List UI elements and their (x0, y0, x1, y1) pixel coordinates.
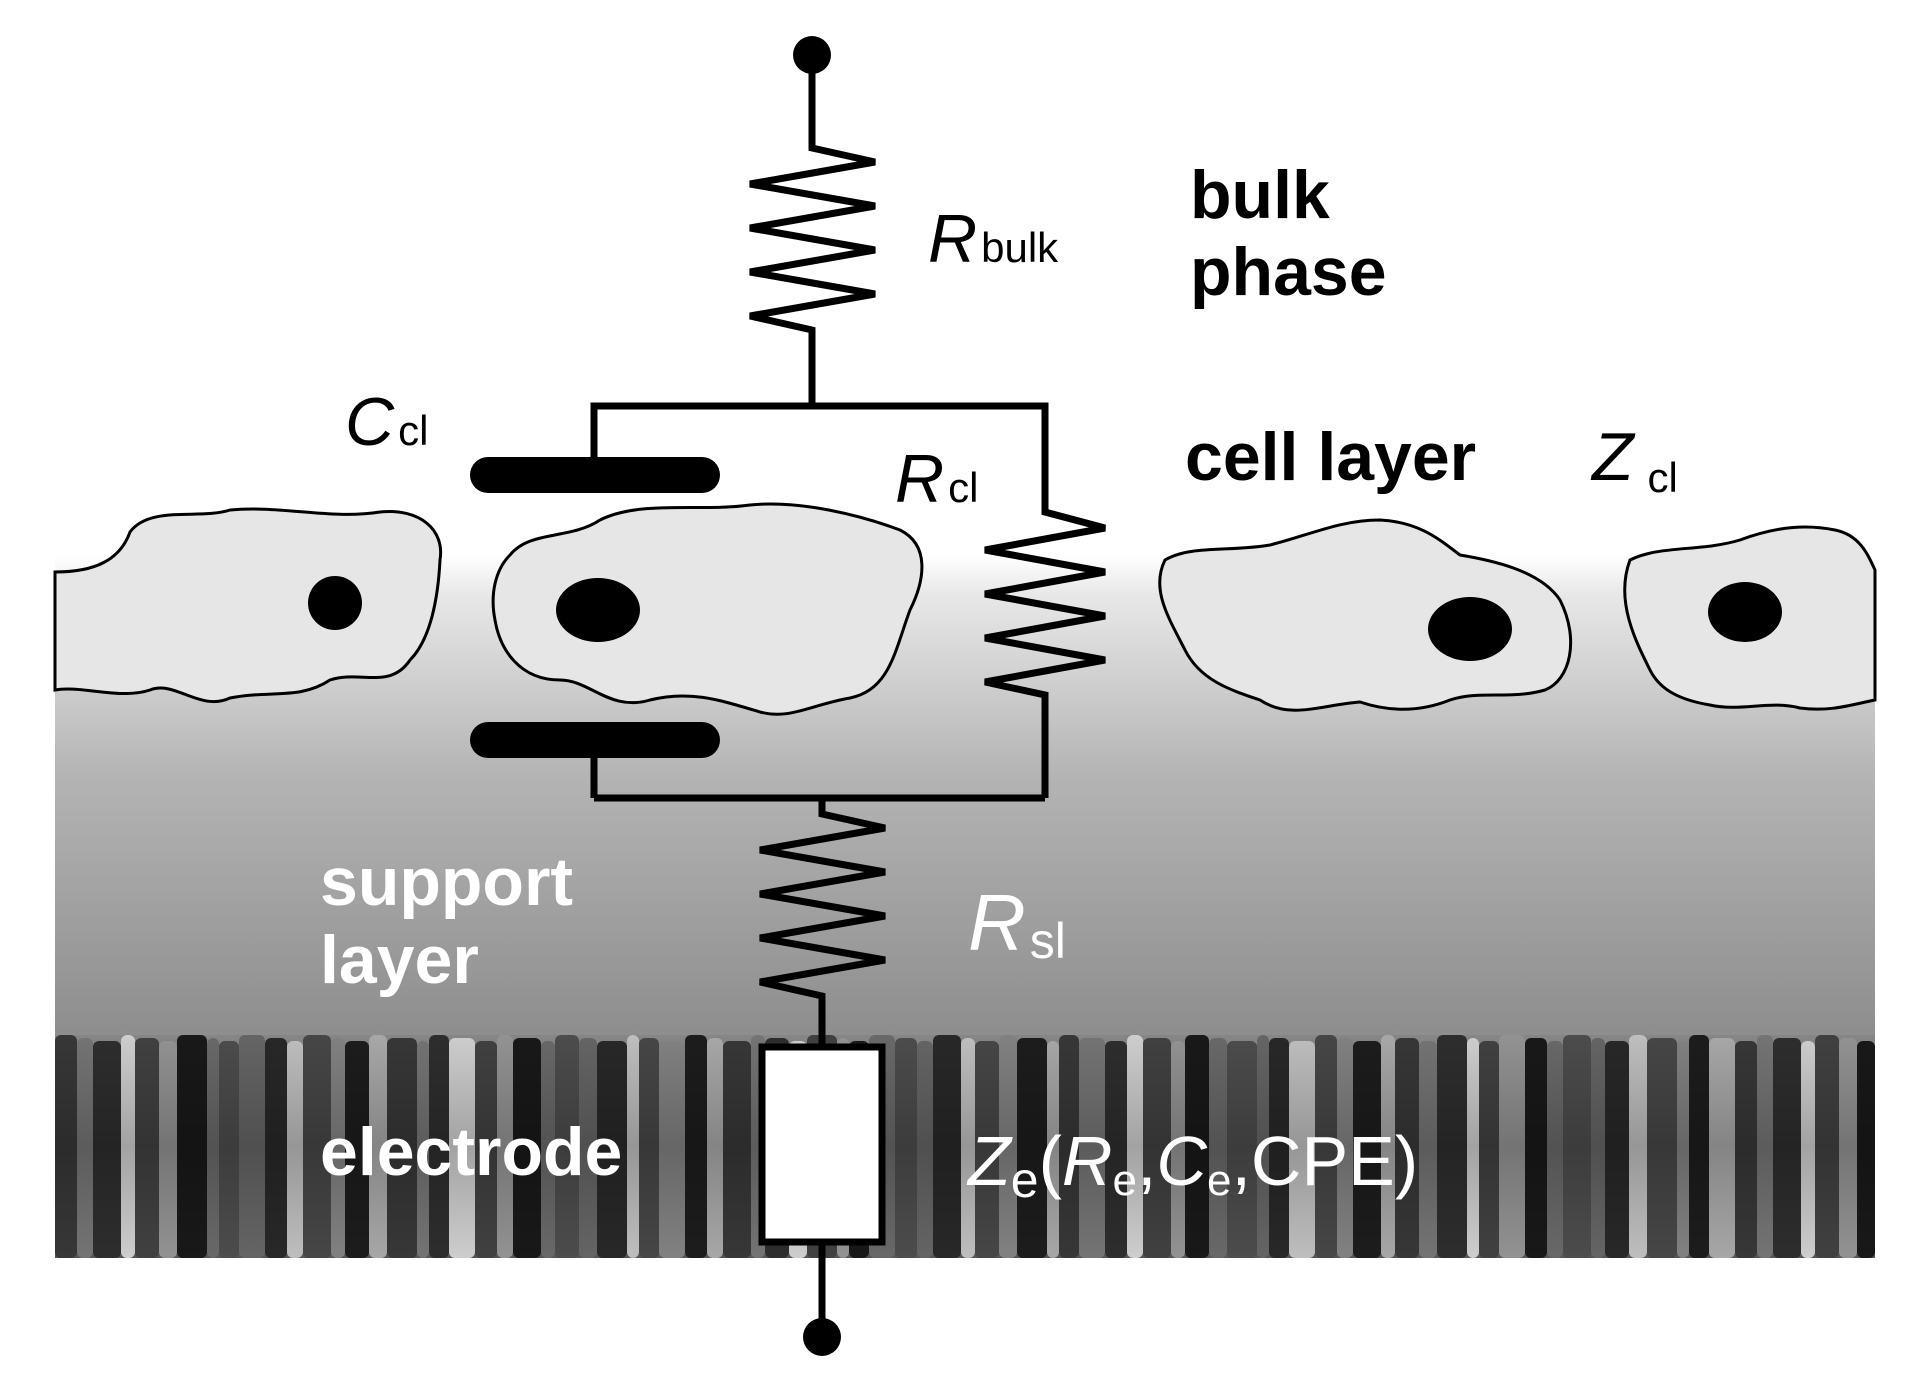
ze-impedance-box (758, 1043, 886, 1246)
cell-2-nucleus (556, 578, 640, 642)
cell-1 (53, 507, 443, 704)
capacitor-plate-top (470, 457, 720, 493)
support-layer-label: support layer (320, 844, 592, 998)
cell-layer (53, 502, 1877, 716)
cell-4-nucleus (1708, 582, 1782, 642)
cell-layer-label: cell layer (1185, 419, 1476, 495)
cell-1-nucleus (308, 576, 362, 630)
r-bulk-resistor (749, 138, 876, 338)
top-terminal (793, 36, 831, 74)
r-bulk-label: Rbulk (928, 201, 1059, 277)
z-e-label: Ze(Re,Ce,CPE) (966, 1122, 1418, 1208)
cell-2 (491, 502, 924, 716)
capacitor-plate-bottom (470, 722, 720, 758)
bottom-terminal (803, 1318, 841, 1356)
electrode-label: electrode (320, 1114, 622, 1190)
electrode-region (55, 1035, 1875, 1258)
r-sl-label: Rsl (968, 878, 1066, 969)
equivalent-circuit (590, 55, 1106, 1330)
r-sl-resistor (759, 808, 886, 1005)
bulk-phase-label: bulk phase (1190, 157, 1387, 310)
electrode-shade (55, 1035, 1875, 1258)
r-cl-resistor (984, 505, 1106, 700)
cell-3-nucleus (1428, 597, 1512, 661)
c-cl-label: Ccl (345, 384, 428, 460)
r-cl-label: Rcl (895, 441, 978, 517)
cell-3 (1158, 518, 1573, 712)
